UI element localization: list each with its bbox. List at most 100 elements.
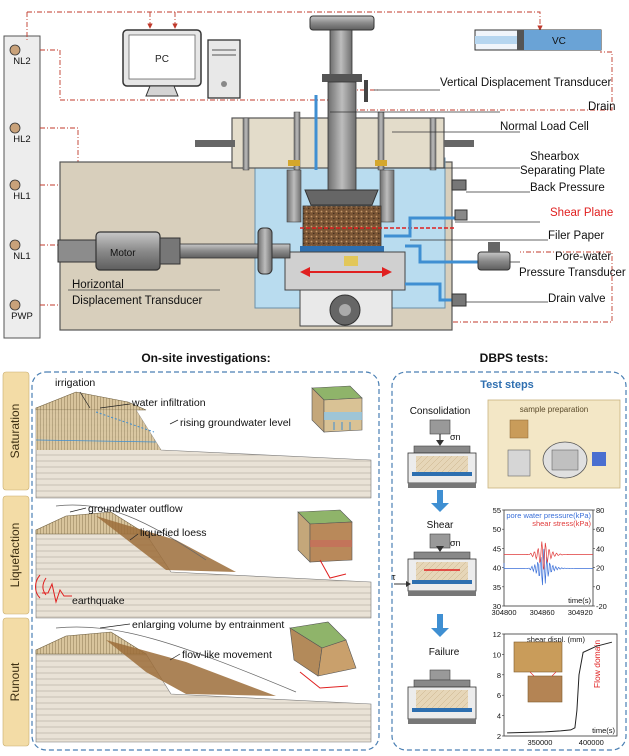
chart1-y-left-tick: 40 — [493, 564, 501, 573]
sensor-label: PWP — [11, 311, 33, 322]
chart1-legend-shear: shear stress(kPa) — [532, 519, 591, 528]
horizontal-transducer-label-1: Horizontal — [72, 279, 124, 291]
sensor-dot — [9, 179, 21, 191]
chart2-x-tick: 400000 — [579, 738, 604, 747]
pc-label: PC — [155, 54, 169, 65]
motor-label: Motor — [110, 248, 136, 259]
note-earthquake: earthquake — [72, 595, 125, 607]
chart2-xlabel: time(s) — [592, 726, 615, 735]
sensor-dot — [9, 239, 21, 251]
chart1-y-left-tick: 50 — [493, 525, 501, 534]
sigma-n-label-shear: σn — [450, 538, 461, 548]
tau-label: τ — [392, 572, 396, 582]
note-liquefied-loess: liquefied loess — [140, 527, 207, 539]
horizontal-transducer-label-2: Displacement Transducer — [72, 295, 203, 307]
note-water-infiltration: water infiltration — [131, 397, 206, 409]
chart2-y-tick: 4 — [497, 712, 501, 721]
callout-label: Separating Plate — [520, 165, 605, 177]
chart1-x-tick: 304920 — [568, 608, 593, 617]
chart1-x-tick: 304800 — [491, 608, 516, 617]
valves — [451, 179, 511, 307]
chart1-y-right-tick: 40 — [596, 544, 604, 553]
callout-label: Pressure Transducer — [519, 267, 626, 279]
sensor-dot — [9, 299, 21, 311]
step-failure: Failure — [429, 647, 460, 658]
schematic-shear: τ σn — [392, 533, 477, 596]
chart2-x-tick: 350000 — [527, 738, 552, 747]
filter-paper — [300, 246, 384, 252]
chart1-y-right-tick: -20 — [596, 602, 607, 611]
slope-section-saturation — [35, 391, 372, 499]
soil-sample — [302, 205, 382, 249]
right-handle — [444, 140, 474, 147]
note-groundwater-outflow: groundwater outflow — [88, 503, 183, 515]
stage-tab-label: Liquefaction — [8, 523, 22, 588]
shear-plane-label: Shear Plane — [550, 207, 613, 219]
inner-post-left — [286, 169, 302, 223]
chart1-x-tick: 304860 — [530, 608, 555, 617]
block-liquefaction — [297, 509, 353, 579]
stage-tab — [2, 371, 30, 491]
note-entrainment: enlarging volume by entrainment — [132, 619, 284, 631]
chart2-y-tick: 12 — [493, 630, 501, 639]
chart1-legend-pwp: pore water pressure(kPa) — [506, 511, 591, 520]
chart1-y-right-tick: 60 — [596, 525, 604, 534]
note-rising-groundwater: rising groundwater level — [180, 417, 291, 429]
inner-post-right — [379, 169, 395, 223]
sensor-label: NL1 — [13, 251, 30, 262]
chart1-series-pwp — [503, 548, 593, 586]
vc-label: VC — [552, 36, 566, 47]
onsite-title: On-site investigations: — [141, 351, 270, 365]
callout-label: Vertical Displacement Transducer — [440, 77, 611, 89]
chart1-y-left-tick: 30 — [493, 602, 501, 611]
chart2-y-tick: 6 — [497, 691, 501, 700]
stage-tab — [2, 617, 30, 747]
failure-surface-photo — [527, 675, 563, 703]
chart2-y-tick: 10 — [493, 650, 501, 659]
chart1-y-left-tick: 45 — [493, 544, 501, 553]
callout-label: Drain — [588, 101, 615, 113]
note-flow-movement: flow-like movement — [182, 649, 272, 661]
callout-label: Pore-water — [555, 251, 611, 263]
dbps-panel — [391, 371, 627, 751]
onsite-panel — [31, 371, 380, 751]
stage-tab-label: Saturation — [8, 404, 22, 459]
earthquake-symbol — [35, 574, 72, 604]
sensor-label: HL1 — [13, 191, 30, 202]
stage-tab-label: Runout — [8, 662, 22, 701]
sensor-label: HL2 — [13, 134, 30, 145]
flow-domain-label: Flow domain — [592, 640, 602, 688]
stage-tab — [2, 495, 30, 615]
sensor-label: NL2 — [13, 56, 30, 67]
chart1-y-left-tick: 55 — [493, 506, 501, 515]
sigma-n-label: σn — [450, 432, 461, 442]
schematic-failure — [407, 669, 477, 724]
volume-controller: VC — [474, 29, 602, 51]
loading-column — [304, 15, 379, 206]
slope-section-runout — [35, 626, 372, 743]
drain-tubes — [384, 216, 478, 302]
porous-stone — [344, 256, 358, 266]
motor-assembly: Motor — [57, 227, 291, 275]
chart2-series-displacement — [507, 641, 613, 734]
callout-label: Back Pressure — [530, 182, 605, 194]
chart1-xlabel: time(s) — [568, 596, 591, 605]
note-irrigation: irrigation — [55, 377, 95, 389]
sensor-bar — [3, 35, 41, 339]
annotation-leaders — [69, 391, 181, 661]
test-steps-title: Test steps — [480, 379, 534, 391]
callout-labels: Vertical Displacement TransducerDrainNor… — [440, 77, 626, 305]
sample-prep-label: sample preparation — [520, 405, 588, 414]
callout-label: Shearbox — [530, 151, 579, 163]
step-consolidation: Consolidation — [410, 406, 471, 417]
chart2-y-tick: 8 — [497, 671, 501, 680]
slope-section-liquefaction — [35, 504, 372, 619]
dbps-title: DBPS tests: — [480, 351, 549, 365]
callout-leaders — [330, 89, 548, 303]
